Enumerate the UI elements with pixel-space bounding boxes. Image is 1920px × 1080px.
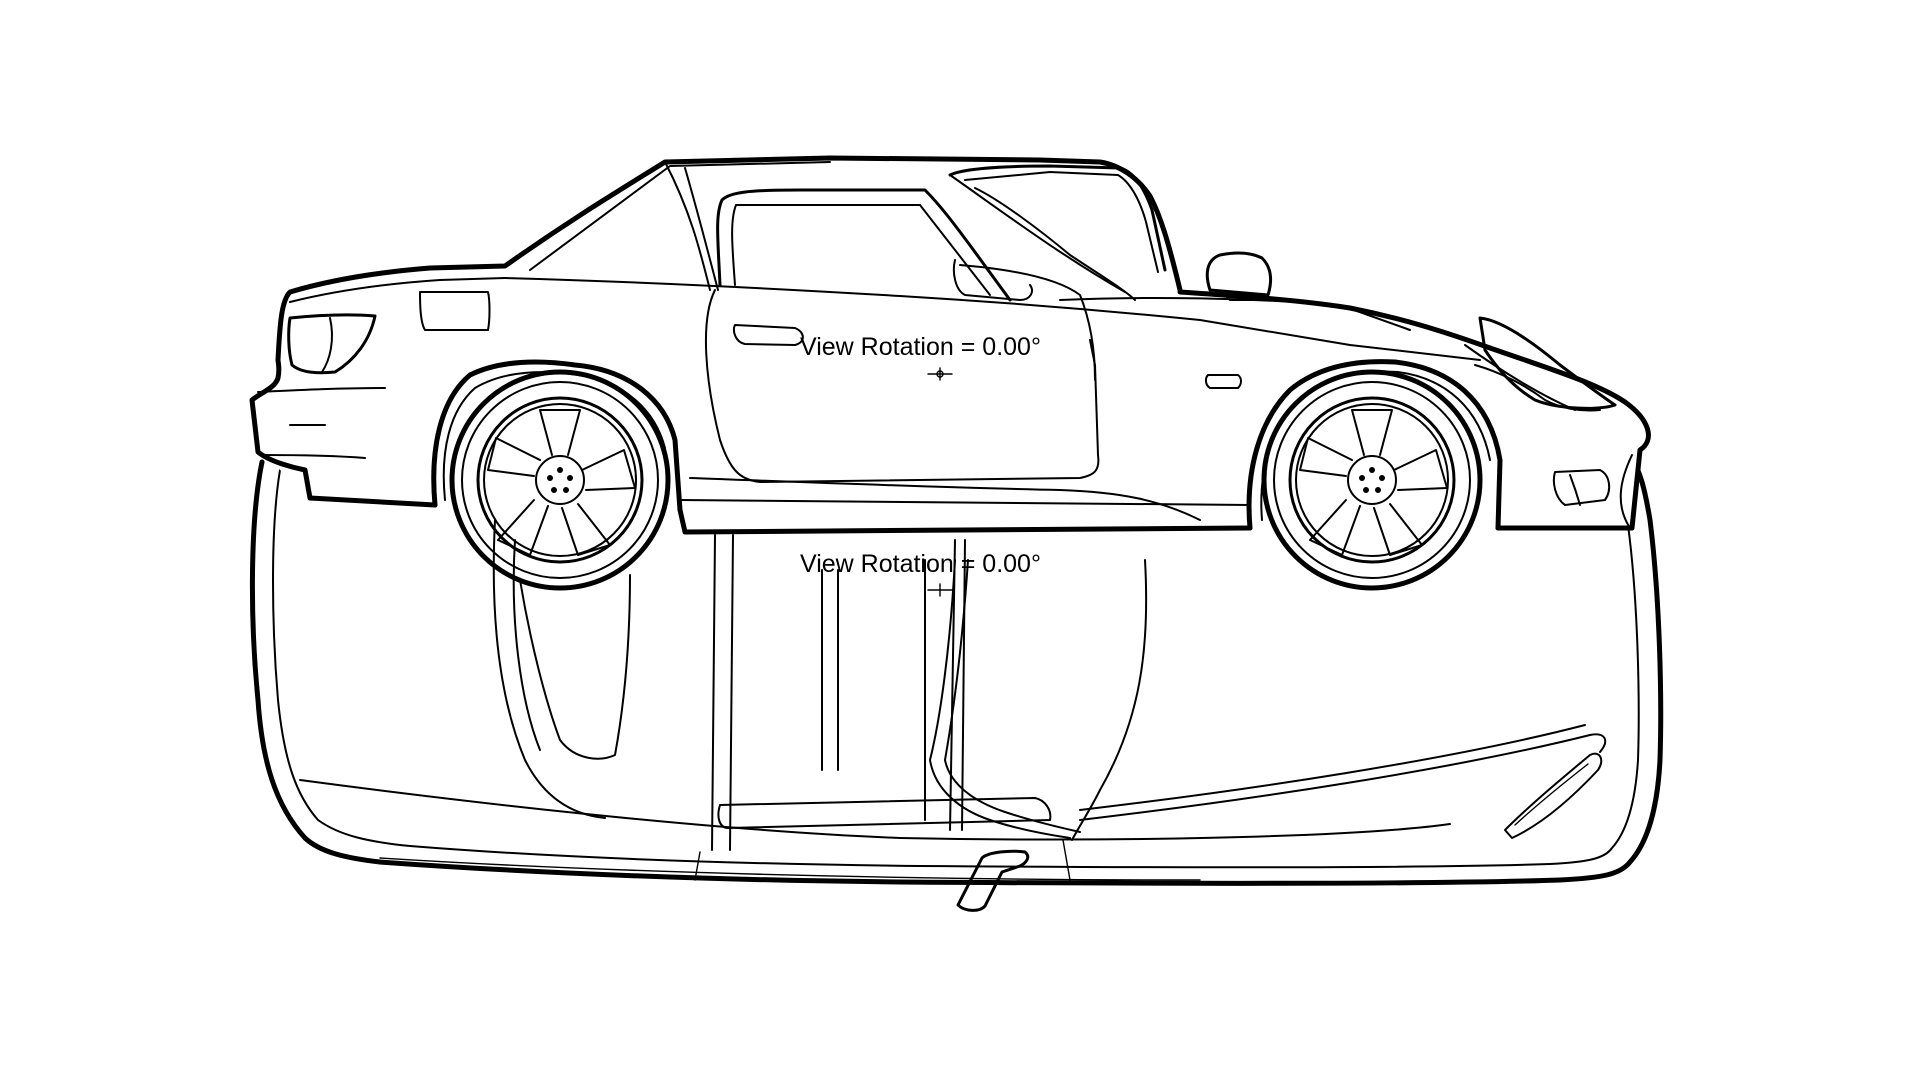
side-view-rocker-2 — [679, 499, 1251, 506]
front-wheel — [1261, 369, 1483, 591]
side-view-handle-area — [952, 259, 1033, 301]
side-view-rocker — [689, 477, 1201, 521]
bottom-view-lower-line — [379, 857, 1201, 881]
side-view-windshield — [948, 164, 1167, 272]
rear-rim-inner — [483, 403, 637, 557]
side-view-windshield-glass — [949, 174, 1126, 293]
bottom-view-tunnel — [717, 797, 1052, 829]
side-view-origin-marker — [927, 367, 953, 381]
side-view-side-marker — [1204, 374, 1242, 389]
side-view-mirror — [1205, 251, 1272, 297]
side-view-window-frame — [716, 188, 1012, 302]
bottom-view-outline — [249, 457, 1664, 886]
front-tire — [1261, 369, 1483, 591]
bottom-view-inner-outline — [272, 469, 1640, 869]
side-view — [249, 155, 1651, 591]
side-view-door-handle — [732, 324, 804, 346]
rear-tire — [449, 369, 671, 591]
bottom-view-origin-marker — [927, 583, 953, 597]
rear-wheel — [449, 369, 671, 591]
bottom-view-rail-1 — [711, 534, 716, 851]
rear-spokes — [487, 409, 636, 556]
bottom-view-crease-right — [1079, 733, 1607, 821]
front-rim-inner — [1295, 403, 1449, 557]
rear-tire-inner — [461, 381, 659, 579]
bottom-view-lamp — [1504, 752, 1603, 839]
bottom-view-door-edge — [1071, 559, 1148, 841]
bottom-view-seam-1 — [1062, 839, 1071, 881]
side-view-rear-bumper-line — [257, 387, 386, 393]
bottom-view-seat — [519, 574, 631, 760]
side-view-rear-bumper-line-3 — [261, 454, 366, 459]
bottom-view-seam-2 — [694, 851, 701, 881]
side-view-mask — [255, 158, 1649, 532]
bottom-view-cabin-left — [492, 519, 606, 819]
side-view-rear-arch — [431, 359, 683, 513]
side-view-hood-line — [1059, 296, 1411, 331]
side-view-headlamp-inner — [1474, 364, 1601, 412]
side-view-headlamp — [1478, 316, 1617, 410]
rear-rim — [476, 396, 644, 564]
front-tire-inner — [1273, 381, 1471, 579]
bottom-view — [249, 457, 1664, 912]
side-view-belt-line — [504, 277, 1481, 361]
bottom-view-door-curve — [929, 559, 1071, 839]
side-view-front-line — [1464, 344, 1576, 411]
side-view-front-bumper — [1619, 454, 1633, 529]
side-view-foglamp-inner — [1569, 474, 1581, 506]
rear-hub — [535, 455, 585, 505]
side-view-rear-plate — [419, 291, 491, 331]
bottom-view-rail-2 — [729, 534, 734, 851]
side-view-door-rear-edge — [959, 264, 1096, 381]
bottom-view-lamp-inner — [1514, 763, 1589, 826]
side-view-windshield-inner — [964, 171, 1159, 273]
side-view-tail-lamp — [287, 313, 377, 375]
bottom-view-mirror — [956, 849, 1030, 912]
side-view-tail-lamp-inner — [321, 317, 333, 373]
front-hub — [1347, 455, 1397, 505]
bottom-view-door-curve-2 — [944, 559, 1081, 833]
front-rim — [1288, 396, 1456, 564]
bottom-view-crease-2 — [1079, 724, 1586, 811]
side-view-deck-line — [289, 277, 506, 303]
side-view-a-pillar — [664, 161, 711, 291]
bottom-view-crease-left — [299, 779, 1451, 841]
side-view-window-frame-inner — [731, 204, 991, 296]
side-view-b-pillar — [684, 167, 719, 291]
side-view-roof-line — [529, 161, 831, 271]
bottom-view-cabin-left-2 — [512, 539, 541, 751]
side-view-door — [704, 289, 1100, 483]
bottom-view-rotation-label: View Rotation = 0.00° — [800, 550, 1041, 578]
side-view-front-arch — [1246, 359, 1503, 531]
front-spokes — [1299, 409, 1448, 556]
bottom-view-rail-7 — [961, 539, 966, 831]
side-view-foglamp — [1552, 469, 1611, 506]
side-view-rotation-label: View Rotation = 0.00° — [800, 333, 1041, 361]
side-view-cowl — [974, 187, 1136, 301]
